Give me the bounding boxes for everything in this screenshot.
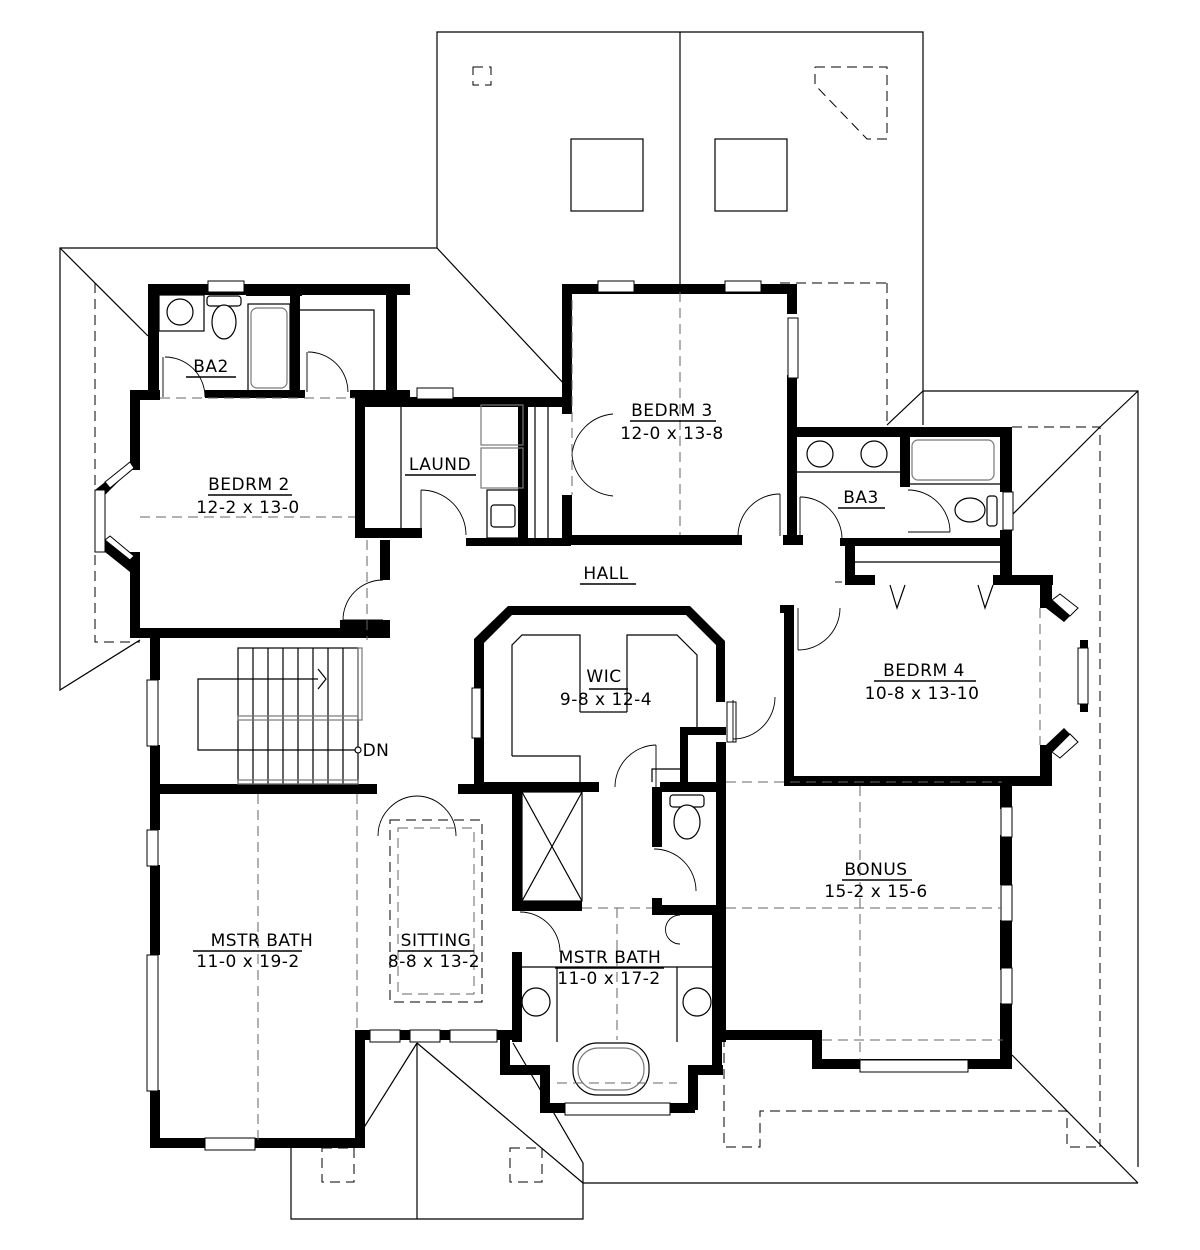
fixtures <box>158 294 1000 1096</box>
room-dimensions: 12-0 x 13-8 <box>620 424 724 444</box>
ba2-vanity <box>158 294 205 332</box>
room-wic: WIC 9-8 x 12-4 <box>560 667 652 710</box>
room-name: BA2 <box>193 357 229 377</box>
room-dimensions: 10-8 x 13-10 <box>865 684 980 704</box>
ba3-toilet-icon <box>954 497 986 523</box>
stair <box>197 647 363 785</box>
room-dimensions: 11-0 x 19-2 <box>196 952 300 972</box>
room-name: MSTR BATH <box>211 931 314 951</box>
dryer-icon <box>480 447 524 489</box>
door-swings <box>162 351 951 953</box>
mstr-sink-2-icon <box>682 987 712 1017</box>
ba3-sink-1-icon <box>806 440 834 468</box>
room-name: BA3 <box>843 488 879 508</box>
room-name: LAUND <box>409 455 471 475</box>
room-hall: HALL <box>580 564 636 585</box>
laundry-sink-icon <box>490 504 516 528</box>
room-name: BEDRM 4 <box>883 661 965 681</box>
room-name: SITTING <box>401 931 472 951</box>
ba3-tub-icon <box>911 439 995 481</box>
room-name: BEDRM 3 <box>631 401 713 421</box>
room-mstr-bath-left: MSTR BATH 11-0 x 19-2 <box>193 931 313 972</box>
room-ba2: BA2 <box>186 357 236 378</box>
ba2-sink-icon <box>166 298 194 326</box>
room-bedrm4: BEDRM 4 10-8 x 13-10 <box>865 661 980 704</box>
room-dimensions: 9-8 x 12-4 <box>560 690 652 710</box>
room-dividers <box>140 292 1041 1140</box>
room-bonus: BONUS 15-2 x 15-6 <box>824 860 928 902</box>
room-dimensions: 8-8 x 13-2 <box>388 952 480 972</box>
room-ba3: BA3 <box>838 488 885 509</box>
room-name: HALL <box>583 564 628 584</box>
room-dimensions: 12-2 x 13-0 <box>196 498 300 518</box>
room-bedrm3: BEDRM 3 12-0 x 13-8 <box>620 401 724 444</box>
ba2-tub-icon <box>250 307 288 389</box>
room-name: WIC <box>586 667 621 687</box>
room-sitting: SITTING 8-8 x 13-2 <box>388 931 480 972</box>
room-name: BONUS <box>844 860 907 880</box>
room-bedrm2: BEDRM 2 12-2 x 13-0 <box>196 475 300 518</box>
windows <box>94 280 1089 1151</box>
room-dimensions: 15-2 x 15-6 <box>824 882 928 902</box>
mstr-toilet-icon <box>673 804 701 840</box>
room-laund: LAUND <box>405 455 476 476</box>
washer-icon <box>480 404 524 446</box>
room-labels: BA2 BEDRM 2 12-2 x 13-0 LAUND BEDRM 3 12… <box>186 357 979 989</box>
room-name: MSTR BATH <box>559 948 662 968</box>
ba2-toilet-icon <box>211 304 237 340</box>
room-name: BEDRM 2 <box>208 475 290 495</box>
roof-outline <box>59 31 1139 1220</box>
stair-down-label: DN <box>363 741 390 761</box>
room-dimensions: 11-0 x 17-2 <box>557 969 661 989</box>
ba3-sink-2-icon <box>860 440 888 468</box>
room-mstr-bath-center: MSTR BATH 11-0 x 17-2 <box>555 948 664 989</box>
mstr-tub-icon <box>572 1042 650 1096</box>
mstr-sink-1-icon <box>521 987 551 1017</box>
